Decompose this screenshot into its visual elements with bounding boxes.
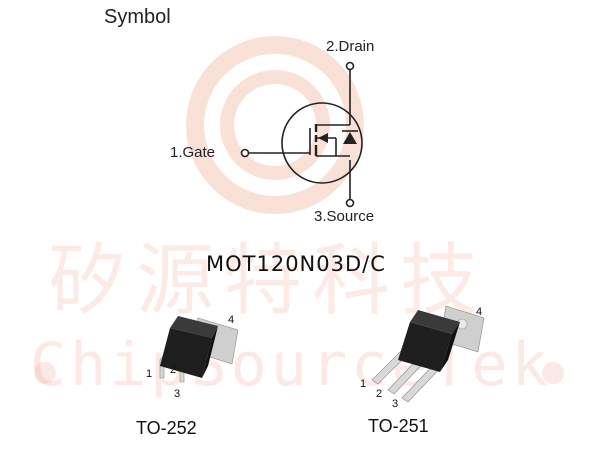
to252-package-name: TO-252 bbox=[136, 418, 197, 438]
to252-pin-1: 1 bbox=[146, 368, 153, 380]
gate-label: 1.Gate bbox=[170, 144, 216, 161]
watermark-dot-right bbox=[542, 362, 564, 384]
to251-pin-3: 3 bbox=[392, 398, 399, 410]
watermark-chinese: 矽源特科技 bbox=[48, 236, 489, 326]
watermark-dot-left bbox=[34, 362, 56, 384]
symbol-title: Symbol bbox=[104, 6, 171, 28]
to252-pin-2: 2 bbox=[170, 364, 177, 376]
to252-pin-4: 4 bbox=[228, 314, 235, 326]
to251-package-name: TO-251 bbox=[368, 416, 429, 436]
to251-pin-2: 2 bbox=[376, 388, 383, 400]
drain-label: 2.Drain bbox=[326, 38, 375, 55]
source-label: 3.Source bbox=[314, 208, 375, 225]
to251-pin-4: 4 bbox=[476, 306, 483, 318]
part-number: MOT120N03D/C bbox=[206, 252, 386, 276]
to252-pin-3: 3 bbox=[174, 388, 181, 400]
to251-pin-1: 1 bbox=[360, 378, 367, 390]
